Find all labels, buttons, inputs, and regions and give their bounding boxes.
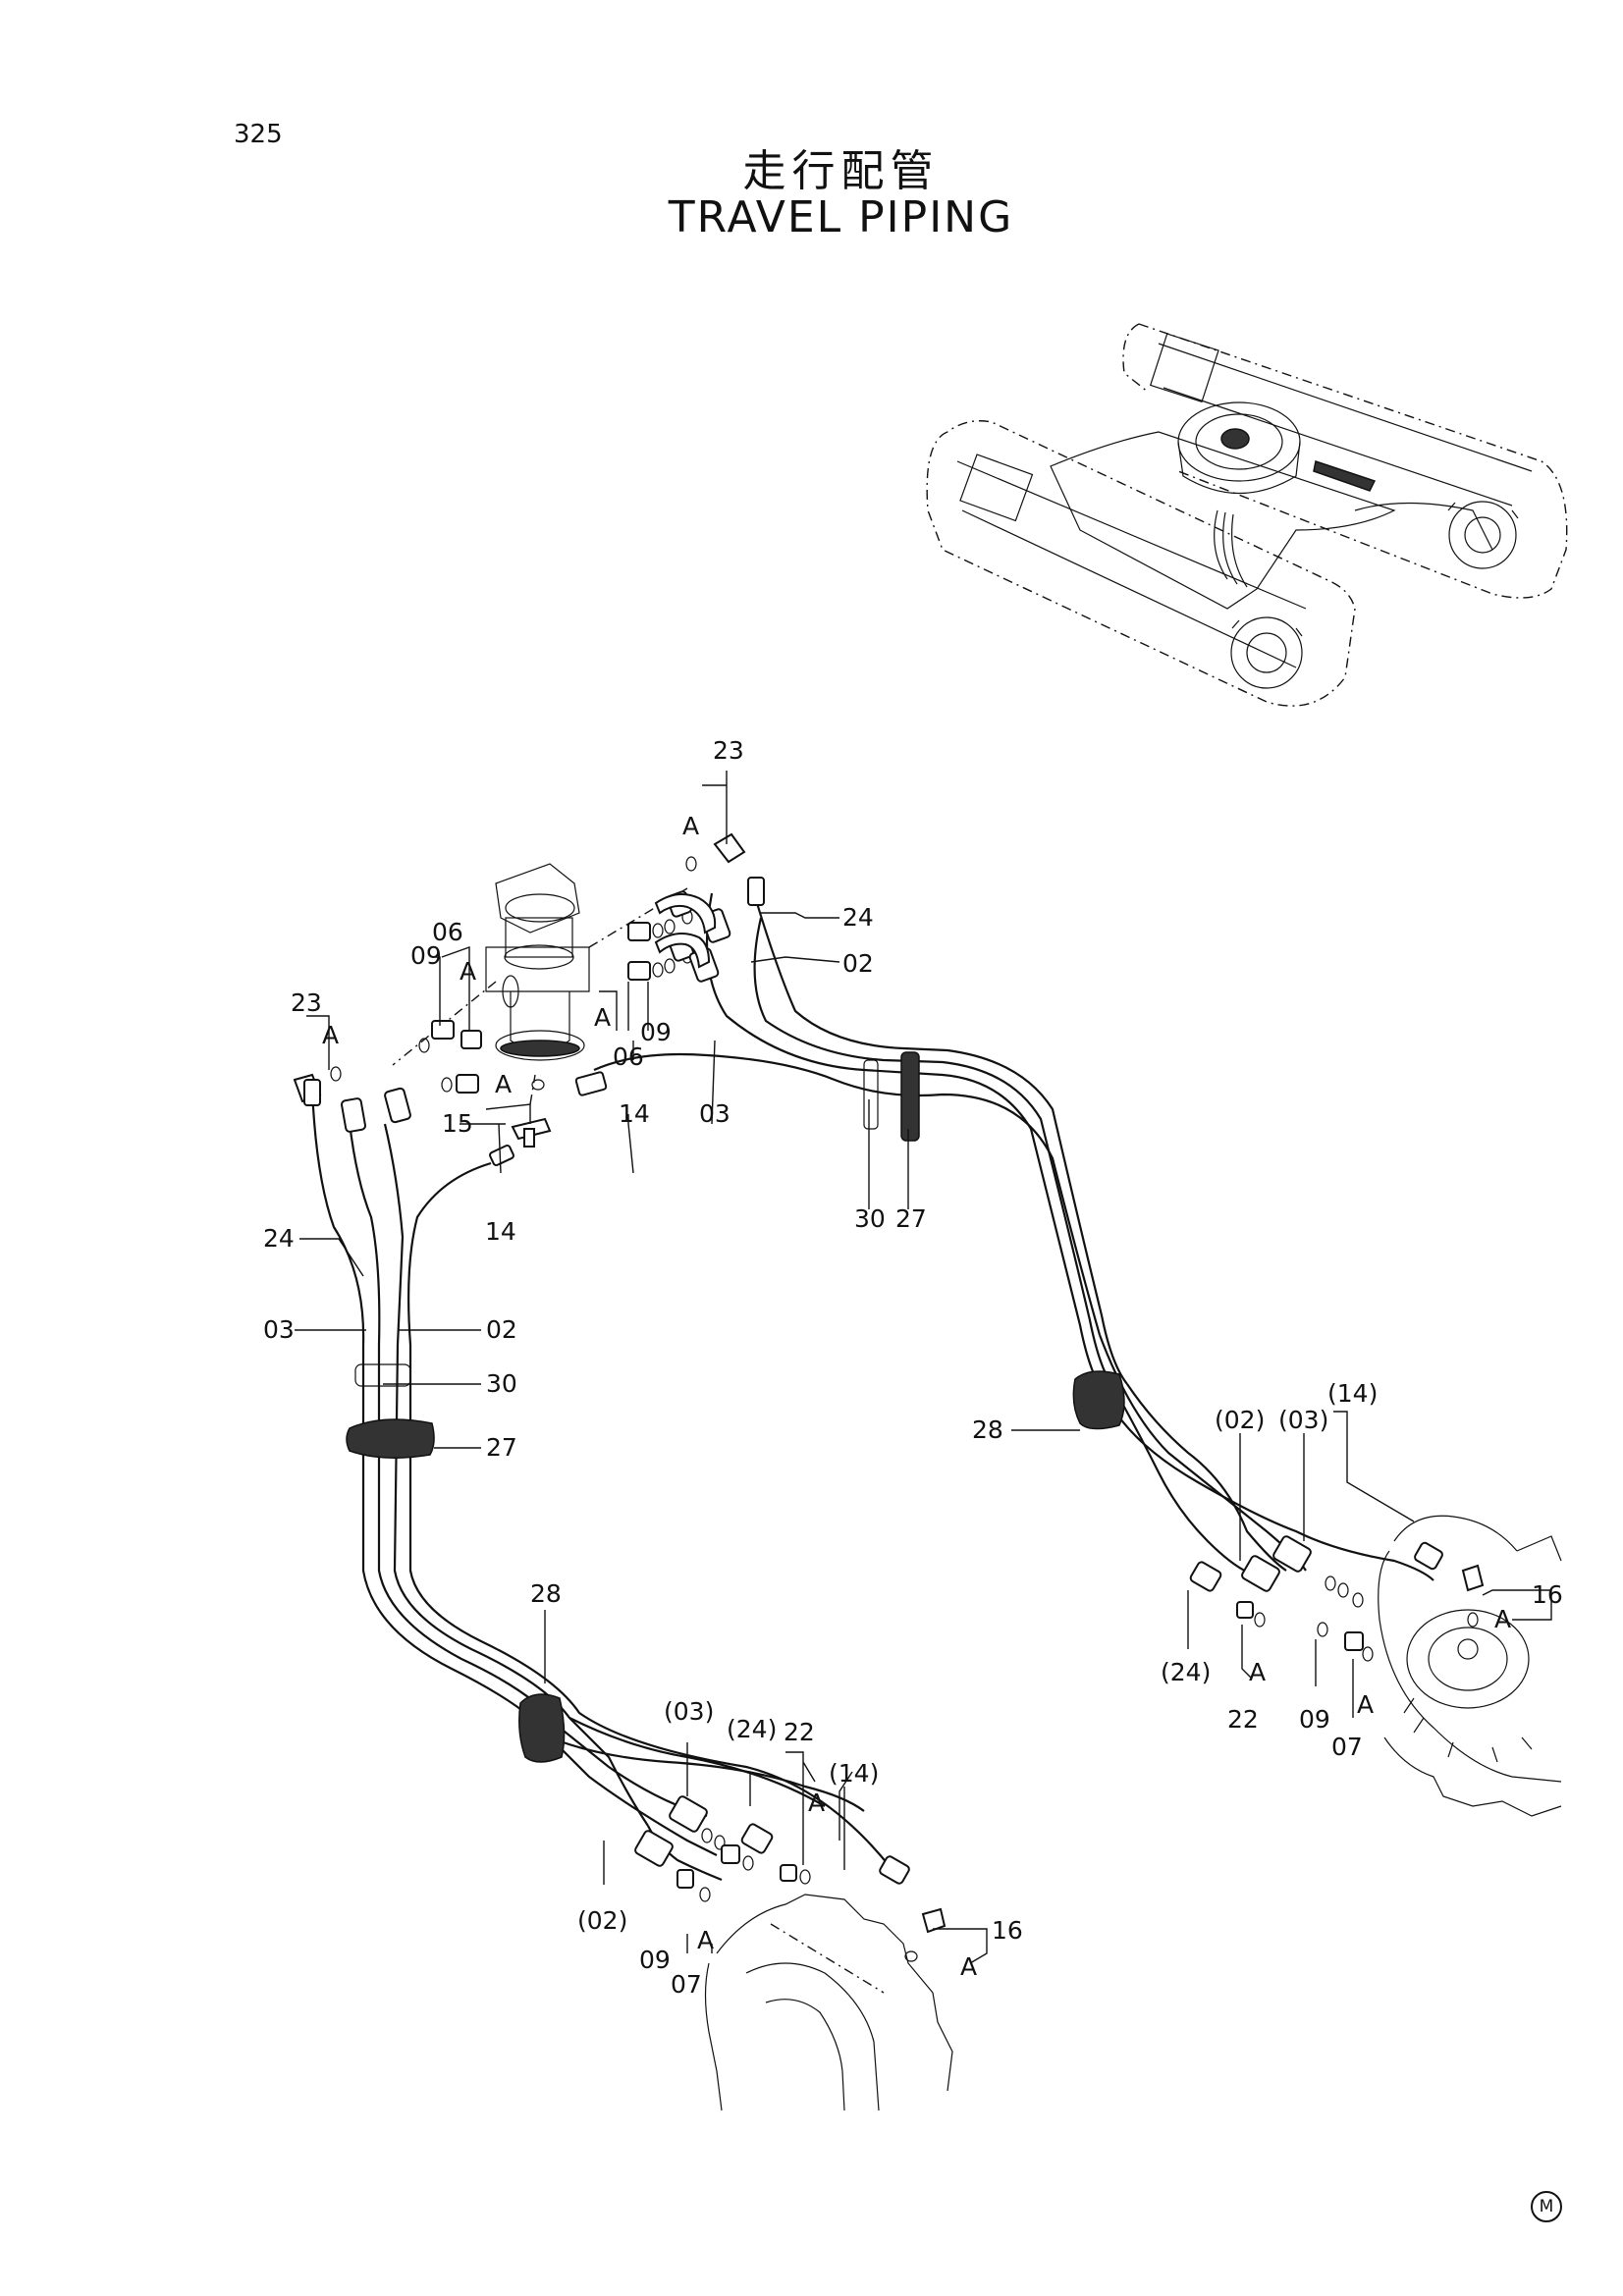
hose-clamps — [346, 1051, 1125, 1763]
callout-14-right: (14) — [1327, 1379, 1378, 1408]
callout-30-top: 30 — [854, 1204, 886, 1233]
callout-27-top: 27 — [895, 1204, 927, 1233]
callout-09-right: 09 — [1299, 1705, 1330, 1734]
callout-a-5: A — [495, 1070, 512, 1098]
callout-a-7: A — [1249, 1658, 1266, 1686]
manufacturer-mark: M — [1531, 2191, 1562, 2222]
callout-22-right: 22 — [1227, 1705, 1259, 1734]
callout-24-left: 24 — [263, 1224, 295, 1253]
title-english: TRAVEL PIPING — [668, 192, 1014, 242]
callout-03-lower: (03) — [664, 1697, 714, 1726]
callout-30-left: 30 — [486, 1369, 517, 1398]
callout-a-9: A — [808, 1789, 825, 1817]
callout-06-upper: 06 — [432, 918, 463, 946]
callout-a-10: A — [960, 1952, 977, 1981]
callout-14-top: 14 — [619, 1099, 650, 1128]
callout-09-mid: 09 — [640, 1018, 672, 1046]
callout-a-4: A — [322, 1021, 339, 1049]
callout-02-right: (02) — [1215, 1406, 1265, 1434]
title-japanese: 走行配管 — [742, 146, 940, 196]
callout-22-lower: 22 — [784, 1718, 815, 1746]
callout-a-2: A — [460, 957, 476, 986]
center-joint — [485, 863, 590, 1061]
callout-15: 15 — [442, 1109, 473, 1138]
callout-24-top: 24 — [842, 903, 874, 932]
callout-24-right: (24) — [1161, 1658, 1211, 1686]
callout-14-left: 14 — [485, 1217, 516, 1246]
callout-03-left: 03 — [263, 1315, 295, 1344]
callout-14-lower: (14) — [829, 1759, 879, 1788]
hose-bundle — [303, 877, 1434, 1882]
callout-02-left: 02 — [486, 1315, 517, 1344]
callout-03-top: 03 — [699, 1099, 730, 1128]
callout-02-top: 02 — [842, 949, 874, 978]
undercarriage-overview-illustration — [926, 323, 1568, 707]
callout-16-right: 16 — [1532, 1580, 1563, 1609]
left-motor-fittings — [634, 1795, 947, 1962]
callout-28-lower: 28 — [530, 1579, 562, 1608]
callout-24-lower: (24) — [727, 1715, 777, 1743]
right-motor-fittings — [1189, 1535, 1485, 1662]
callout-23-left: 23 — [291, 988, 322, 1017]
callout-16-lower: 16 — [992, 1916, 1023, 1945]
callout-09-lower: 09 — [639, 1946, 671, 1974]
callout-27-left: 27 — [486, 1433, 517, 1462]
callout-06-lower: 06 — [613, 1042, 644, 1071]
right-travel-motor — [1378, 1515, 1562, 1817]
callout-a-11: A — [697, 1926, 714, 1954]
callout-09-upper: 09 — [410, 941, 442, 970]
page-number: 325 — [234, 120, 283, 149]
piping-assembly: 23 A 24 02 06 09 A A 09 06 23 A A 15 03 … — [263, 736, 1563, 2111]
leader-lines — [295, 771, 1552, 1964]
callout-28-right: 28 — [972, 1415, 1003, 1444]
callout-02-lower: (02) — [577, 1906, 627, 1935]
left-travel-motor — [704, 1894, 953, 2111]
callout-a-8: A — [1357, 1690, 1374, 1719]
callout-a-1: A — [682, 812, 699, 840]
callout-07-lower: 07 — [671, 1970, 702, 1999]
callout-a-3: A — [594, 1003, 611, 1032]
callout-03-right: (03) — [1278, 1406, 1328, 1434]
callout-labels: 23 A 24 02 06 09 A A 09 06 23 A A 15 03 … — [263, 736, 1563, 1999]
callout-23-top: 23 — [713, 736, 744, 765]
callout-a-6: A — [1494, 1605, 1511, 1633]
callout-07-right: 07 — [1331, 1733, 1363, 1761]
